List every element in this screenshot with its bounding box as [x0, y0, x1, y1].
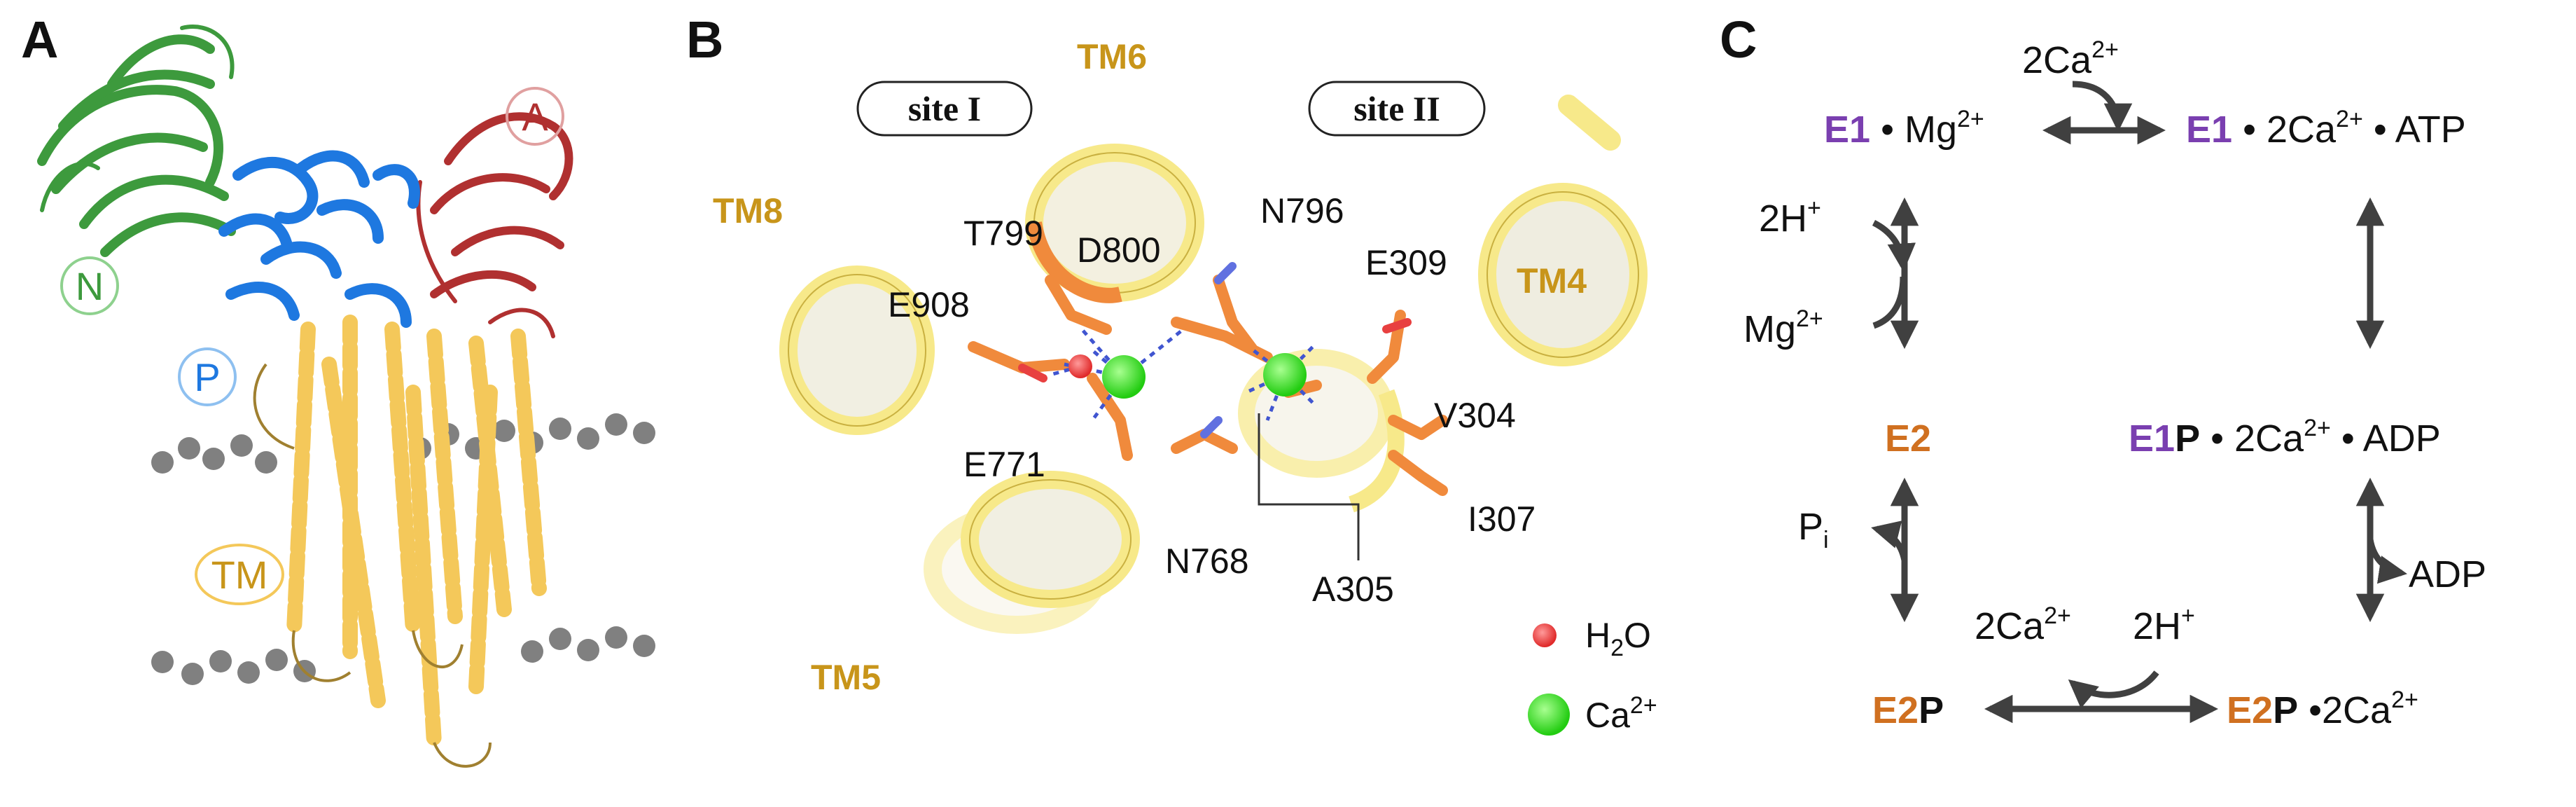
state-e1-mg: E1 • Mg2+ [1824, 106, 1984, 151]
svg-text:P: P [194, 355, 220, 399]
residue-a305: A305 [1312, 570, 1394, 609]
residue-v304: V304 [1434, 396, 1516, 435]
domain-label-tm: TM [195, 544, 284, 605]
panel-a: A [21, 11, 655, 768]
residue-d800: D800 [1077, 230, 1161, 270]
label-tm5: TM5 [811, 658, 881, 697]
state-e1p-ca-adp: E1P • 2Ca2+ • ADP [2129, 415, 2441, 460]
residue-t799: T799 [963, 214, 1043, 253]
residue-e309: E309 [1365, 243, 1447, 282]
state-e2: E2 [1885, 418, 1931, 460]
panel-letter-a: A [21, 11, 58, 69]
arrow-label-right-adp: ADP [2409, 553, 2486, 595]
panel-b: B site I site II [686, 11, 1657, 736]
domain-label-n: N [60, 256, 119, 315]
domain-label-a: A [506, 87, 564, 146]
side-chain-atoms [1018, 262, 1412, 439]
legend-calcium: Ca2+ [1528, 692, 1657, 736]
domain-label-p: P [178, 347, 237, 406]
panel-letter-c: C [1720, 11, 1757, 69]
svg-text:site I: site I [908, 89, 981, 128]
arrow-label-left-mg: Mg2+ [1743, 305, 1823, 350]
n-domain-ribbon [37, 25, 236, 257]
cycle-arrows [1871, 81, 2408, 724]
helix-tm6 [1025, 144, 1204, 303]
svg-text:site II: site II [1353, 89, 1440, 128]
panel-c: C E1 • Mg2+ E1 • 2Ca2+ • ATP E2 E1P • 2C… [1720, 11, 2486, 731]
arrow-label-top-ca: 2Ca2+ [2022, 36, 2119, 81]
svg-text:TM: TM [211, 553, 268, 597]
state-e2p: E2P [1872, 689, 1944, 731]
p-domain-ribbon [218, 150, 420, 328]
panel-letter-b: B [686, 11, 723, 69]
residue-e908: E908 [888, 285, 970, 324]
legend-water: H2O [1533, 616, 1651, 661]
svg-text:Ca2+: Ca2+ [1585, 692, 1657, 735]
helix-tm4 [1478, 95, 1648, 366]
water-molecule [1068, 354, 1092, 378]
state-e2p-ca: E2P •2Ca2+ [2227, 687, 2418, 731]
state-e1-ca-atp: E1 • 2Ca2+ • ATP [2186, 106, 2466, 151]
helix-tm5 [924, 471, 1140, 634]
site-label-2: site II [1308, 81, 1486, 137]
arrow-label-bottom-ca: 2Ca2+ [1975, 602, 2071, 647]
residue-n796: N796 [1260, 191, 1344, 230]
calcium-ion-site-1 [1102, 355, 1146, 399]
label-tm8: TM8 [713, 191, 783, 230]
site-label-1: site I [856, 81, 1033, 137]
calcium-ion-site-2 [1263, 353, 1307, 396]
arrow-label-left-h: 2H+ [1759, 195, 1821, 240]
svg-text:A: A [522, 95, 548, 139]
arrow-label-bottom-h: 2H+ [2133, 602, 2195, 647]
residue-n768: N768 [1165, 542, 1249, 581]
residue-i307: I307 [1468, 499, 1536, 539]
label-tm6: TM6 [1077, 37, 1147, 76]
tm-domain-ribbon [286, 315, 547, 750]
svg-text:N: N [76, 264, 104, 308]
helix-tm8 [779, 265, 935, 435]
a-domain-ribbon [416, 112, 573, 338]
side-chains [968, 275, 1448, 496]
a305-leader-line [1258, 413, 1360, 560]
residue-e771: E771 [963, 445, 1045, 484]
arrow-label-left-pi: Pi [1798, 506, 1829, 553]
svg-text:H2O: H2O [1585, 616, 1651, 661]
label-tm4: TM4 [1517, 261, 1587, 301]
tm-loops [253, 363, 492, 768]
